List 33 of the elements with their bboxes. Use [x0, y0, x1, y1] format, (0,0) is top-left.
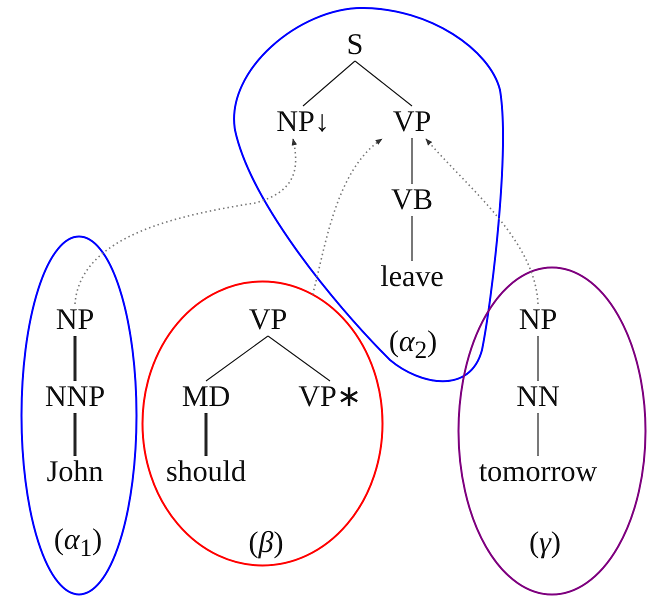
- tree-node-label: S: [346, 30, 364, 60]
- tree-caption: (γ): [529, 528, 561, 558]
- tree-node-label: VB: [391, 185, 433, 215]
- tree-branch-line: [537, 336, 539, 381]
- tree-branch-line: [268, 336, 330, 382]
- tree-node-label: NN: [516, 382, 560, 412]
- dotted-arrow: [425, 138, 539, 304]
- dotted-arrow: [74, 138, 297, 304]
- tree-node-label: leave: [380, 262, 444, 292]
- tree-node-label: tomorrow: [478, 457, 598, 487]
- tree-node-label: NNP: [45, 382, 105, 412]
- tree-branch-line: [74, 413, 76, 456]
- tree-caption: (α$_{2}$): [388, 327, 438, 363]
- tree-branch-line: [537, 413, 539, 456]
- tree-node-label: MD: [182, 382, 230, 412]
- tree-caption: (α$_{1}$): [54, 525, 102, 561]
- tree-branch-line: [411, 216, 413, 261]
- dotted-arrow: [312, 138, 383, 295]
- tree-branch-line: [354, 60, 412, 106]
- tree-branch-line: [302, 60, 356, 106]
- tree-node-label: VP: [392, 107, 432, 137]
- tree-node-label: NP: [56, 305, 94, 335]
- tree-node-label: should: [166, 457, 246, 487]
- tree-node-label: NP↓: [276, 107, 330, 137]
- tree-branch-line: [411, 138, 413, 184]
- tree-branch-line: [74, 336, 76, 381]
- tree-node-label: NP: [518, 305, 558, 335]
- tree-caption: (β): [248, 528, 284, 558]
- tree-node-label: John: [46, 457, 104, 487]
- tree-node-label: VP∗: [298, 382, 362, 412]
- tree-node-label: VP: [248, 305, 288, 335]
- tree-branch-line: [206, 336, 268, 382]
- tree-branch-line: [204, 413, 208, 456]
